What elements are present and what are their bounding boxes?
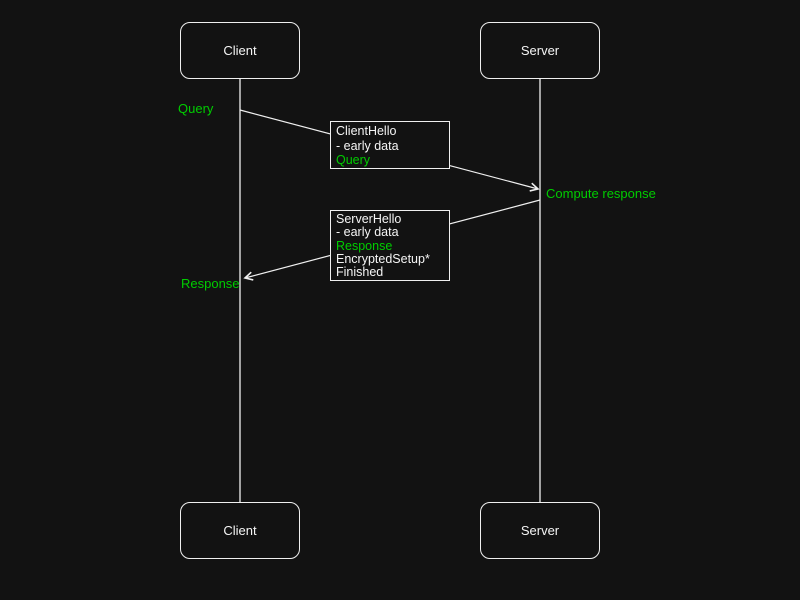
client-hello-message-box: ClientHello - early data Query (330, 121, 450, 169)
actor-server-bottom: Server (480, 502, 600, 559)
server-hello-early-data-line: - early data (336, 225, 399, 240)
actor-client-bottom-label: Client (223, 523, 257, 538)
actor-server-top: Server (480, 22, 600, 79)
server-hello-encrypted-setup-line: EncryptedSetup* (336, 251, 430, 266)
server-hello-finished-line: Finished (336, 265, 384, 280)
query-annotation: Query (178, 101, 214, 116)
actor-server-bottom-label: Server (520, 523, 560, 538)
response-annotation: Response (181, 276, 240, 291)
server-hello-line: ServerHello (336, 212, 402, 226)
client-hello-line: ClientHello (336, 124, 397, 138)
actor-client-bottom: Client (180, 502, 300, 559)
compute-response-annotation: Compute response (546, 186, 656, 201)
actor-server-top-label: Server (520, 43, 560, 58)
actor-client-top-label: Client (223, 43, 257, 58)
client-hello-early-data-line: - early data (336, 138, 399, 153)
client-hello-query-line: Query (336, 153, 371, 168)
server-hello-response-line: Response (336, 238, 393, 253)
server-hello-message-box: ServerHello - early data Response Encryp… (330, 210, 450, 281)
actor-client-top: Client (180, 22, 300, 79)
